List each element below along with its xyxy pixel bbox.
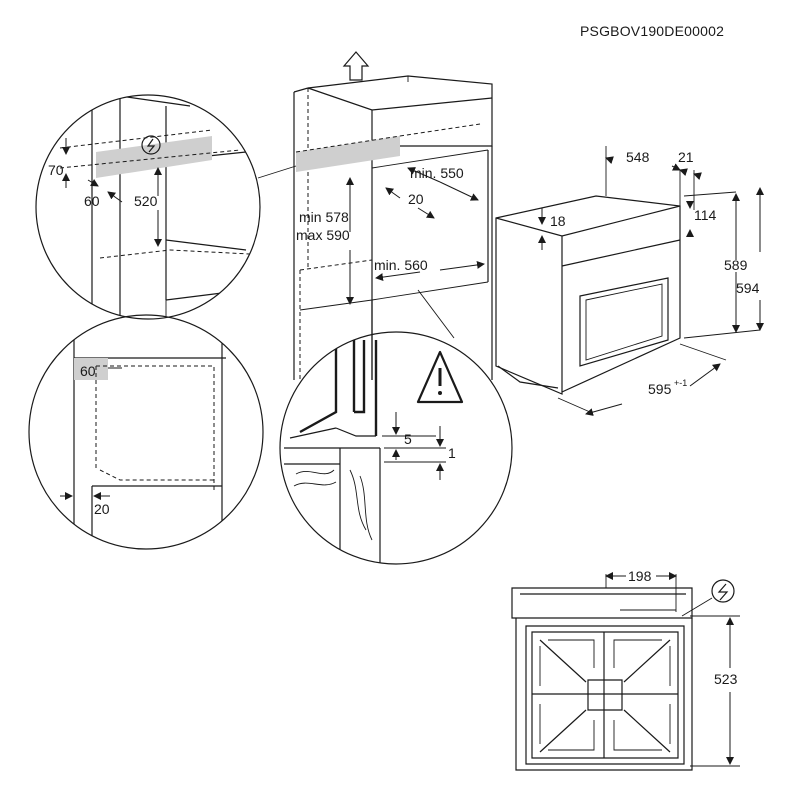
up-arrow-icon: [342, 51, 370, 81]
warning-triangle-icon: [416, 350, 464, 404]
product-code: PSGBOV190DE00002: [580, 23, 724, 39]
lightning-in-circle-icon: [681, 579, 735, 617]
cabinet-min-depth: min. 550: [410, 165, 464, 181]
oven-dim-548: 548: [626, 149, 650, 165]
detail-circle-warning: [279, 289, 513, 565]
detail-dim-70: 70: [48, 162, 64, 178]
oven-dim-595: 595: [648, 381, 672, 397]
lightning-in-circle-icon: [141, 135, 161, 155]
oven-dim-589: 589: [724, 257, 748, 273]
warning-dim-5: 5: [404, 431, 412, 447]
side-dim-60: 60: [80, 363, 96, 379]
oven-dim-594: 594: [736, 280, 760, 296]
cabinet-max-height: max 590: [296, 227, 350, 243]
detail-circle-top: [35, 94, 261, 320]
side-dim-20: 20: [94, 501, 110, 517]
top-view-drawing: [511, 572, 740, 771]
oven-dim-21: 21: [678, 149, 694, 165]
oven-dim-595-tolerance: +-1: [674, 378, 687, 388]
detail-circle-side: [28, 314, 264, 550]
oven-dim-18: 18: [550, 213, 566, 229]
oven-dim-114: 114: [694, 207, 717, 223]
detail-dim-520: 520: [134, 193, 158, 209]
detail-dim-60: 60: [84, 193, 100, 209]
top-view-dim-198: 198: [628, 568, 652, 584]
cabinet-min-width: min. 560: [374, 257, 428, 273]
top-view-dim-523: 523: [714, 671, 738, 687]
cabinet-drawing: [257, 75, 493, 380]
cabinet-min-height: min 578: [299, 209, 349, 225]
warning-dim-1: 1: [448, 445, 456, 461]
cabinet-gap-20: 20: [408, 191, 424, 207]
oven-drawing: [495, 146, 764, 416]
